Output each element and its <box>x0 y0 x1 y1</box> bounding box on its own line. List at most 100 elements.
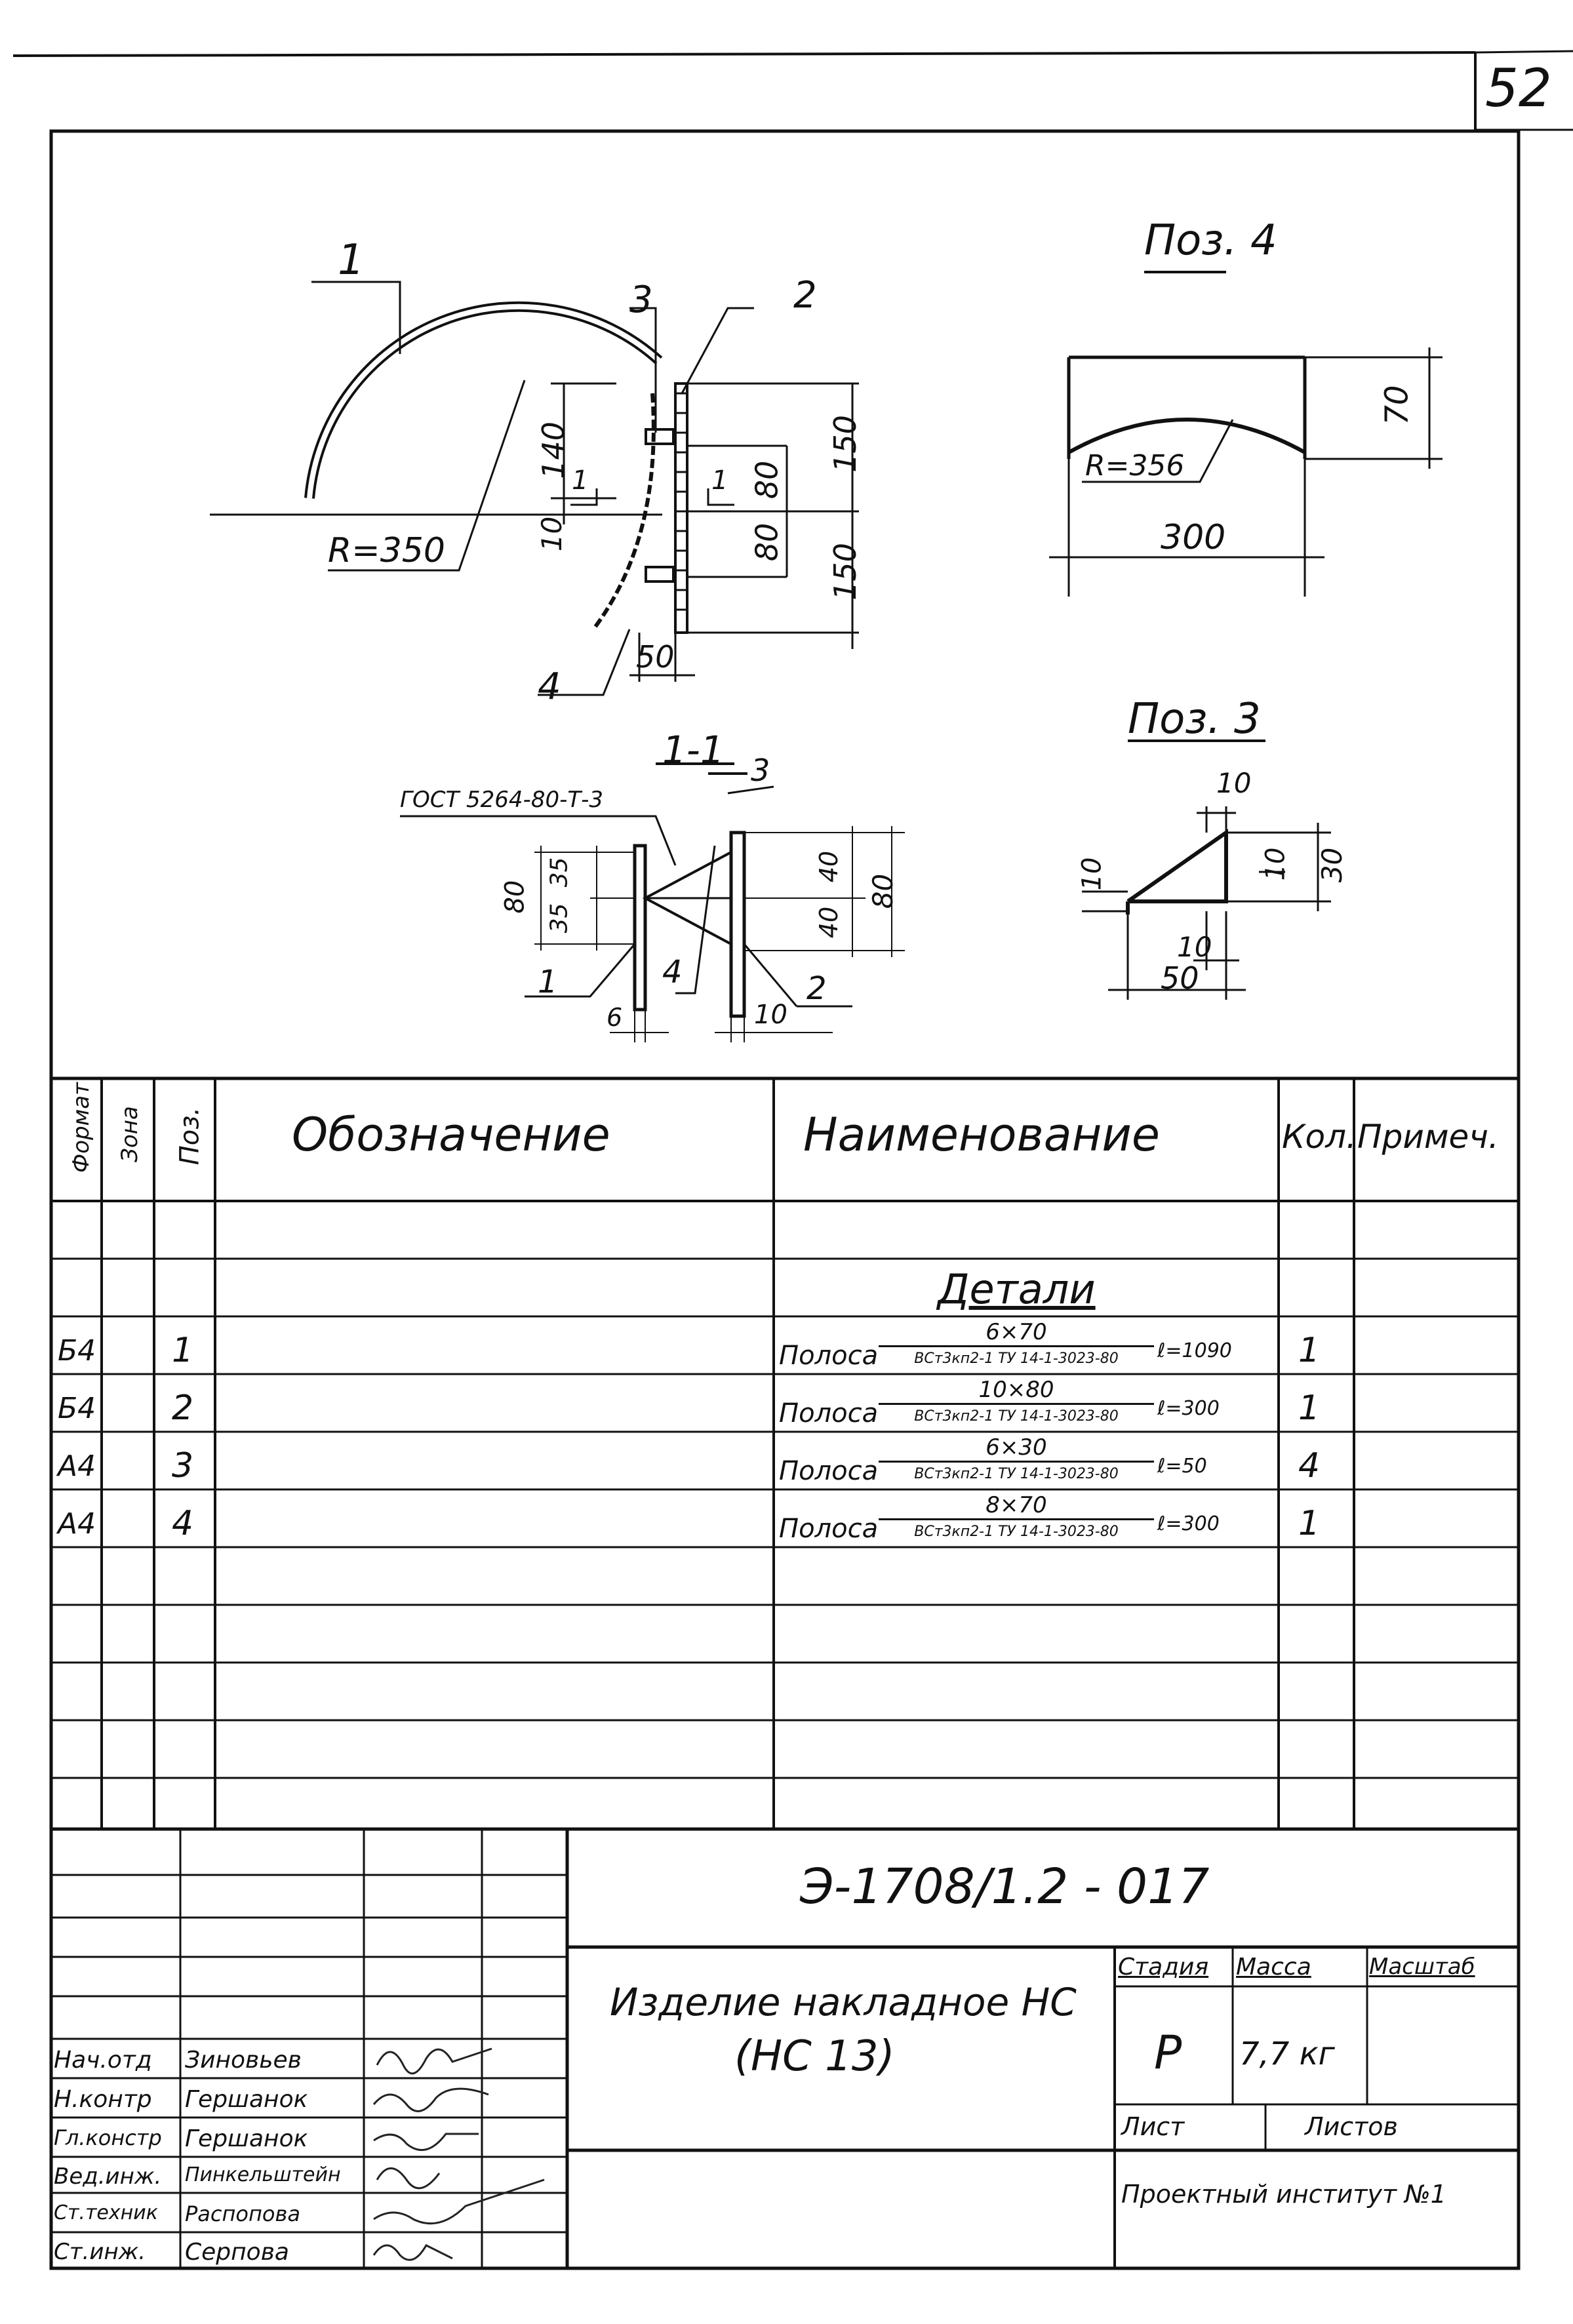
dim-150-top: 150 <box>827 415 863 473</box>
signature-role: Гл.констр <box>54 2125 162 2150</box>
row-length: ℓ=300 <box>1157 1397 1220 1420</box>
section-mark-left: 1 <box>572 465 589 496</box>
stage-value: Р <box>1154 2026 1182 2079</box>
callout-pos3: 3 <box>629 279 653 321</box>
signature-role: Ст.инж. <box>54 2239 146 2265</box>
section-mark-right: 1 <box>711 465 728 496</box>
pos3-title: Поз. 3 <box>1128 695 1261 743</box>
section-callout-1: 1 <box>538 964 558 1000</box>
row-pos: 3 <box>172 1446 194 1486</box>
row-length: ℓ=300 <box>1157 1512 1220 1535</box>
section-dim-35b: 35 <box>546 903 573 934</box>
row-qty: 4 <box>1298 1446 1321 1486</box>
row-name: Полоса <box>779 1514 879 1544</box>
organization: Проектный институт №1 <box>1121 2180 1446 2209</box>
row-format: А4 <box>58 1507 96 1541</box>
callout-pos2: 2 <box>793 274 817 317</box>
signature-role: Н.контр <box>54 2086 152 2113</box>
row-qty: 1 <box>1298 1504 1321 1543</box>
section-dim-40b: 40 <box>814 906 844 939</box>
section-dim-80-left: 80 <box>500 880 530 914</box>
pos3-dim-50: 50 <box>1161 960 1199 996</box>
header-qty: Кол. <box>1282 1118 1357 1156</box>
row-numerator: 8×70 <box>879 1492 1154 1520</box>
pos3-dim-10-bottom: 10 <box>1177 931 1212 963</box>
scale-label: Масштаб <box>1369 1954 1475 1980</box>
pos4-title: Поз. 4 <box>1144 216 1277 265</box>
section-dim-6: 6 <box>607 1003 623 1032</box>
header-note: Примеч. <box>1357 1118 1499 1156</box>
sheets-label: Листов <box>1305 2112 1398 2141</box>
pos3-dim-10-top: 10 <box>1216 767 1252 799</box>
row-denominator: ВСт3кп2-1 ТУ 14-1-3023-80 <box>914 1466 1119 1482</box>
section-dim-80-right: 80 <box>867 873 900 909</box>
product-code: (НС 13) <box>734 2032 895 2081</box>
section-dim-40a: 40 <box>814 850 844 883</box>
section-heading-details: Детали <box>938 1265 1096 1313</box>
row-name: Полоса <box>779 1456 879 1486</box>
row-format: Б4 <box>58 1392 96 1425</box>
signature-name: Гершанок <box>185 2086 308 2113</box>
dim-80-top: 80 <box>749 460 785 500</box>
row-numerator: 6×30 <box>879 1434 1154 1463</box>
callout-pos4: 4 <box>538 665 561 708</box>
header-name: Наименование <box>803 1108 1160 1162</box>
section-title: 1-1 <box>662 728 725 772</box>
row-length: ℓ=1090 <box>1157 1339 1232 1362</box>
row-length: ℓ=50 <box>1157 1455 1207 1478</box>
section-dim-35a: 35 <box>546 857 573 888</box>
mass-label: Масса <box>1236 1954 1311 1980</box>
row-pos: 2 <box>172 1388 194 1428</box>
header-designation: Обозначение <box>292 1108 610 1162</box>
signature-name: Распопова <box>185 2201 300 2226</box>
pos4-dim-300: 300 <box>1161 518 1226 557</box>
dim-10: 10 <box>536 516 568 552</box>
row-qty: 1 <box>1298 1331 1321 1370</box>
mass-value: 7,7 кг <box>1239 2036 1335 2072</box>
stage-label: Стадия <box>1118 1954 1209 1980</box>
header-format: Формат <box>68 1082 94 1173</box>
dim-150-bottom: 150 <box>827 543 863 601</box>
pos3-dim-30: 30 <box>1316 847 1349 883</box>
sheet-number: 52 <box>1485 58 1552 119</box>
header-pos: Поз. <box>174 1107 205 1166</box>
row-format: А4 <box>58 1449 96 1483</box>
callout-pos1: 1 <box>338 236 365 285</box>
row-denominator: ВСт3кп2-1 ТУ 14-1-3023-80 <box>914 1408 1119 1425</box>
signature-name: Пинкельштейн <box>185 2163 341 2186</box>
row-pos: 1 <box>172 1331 194 1370</box>
section-dim-10: 10 <box>754 1000 787 1030</box>
sheet-label: Лист <box>1121 2112 1185 2141</box>
dim-80-bottom: 80 <box>749 522 785 562</box>
header-zone: Зона <box>116 1106 143 1162</box>
pos3-dim-10-left: 10 <box>1077 857 1107 891</box>
document-code: Э-1708/1.2 - 017 <box>800 1859 1210 1915</box>
pos4-radius: R=356 <box>1085 449 1185 483</box>
row-numerator: 6×70 <box>879 1319 1154 1347</box>
section-callout-3: 3 <box>751 753 770 788</box>
row-denominator: ВСт3кп2-1 ТУ 14-1-3023-80 <box>914 1350 1119 1367</box>
signature-name: Зиновьев <box>185 2047 302 2074</box>
pos3-dim-10-right: 10 <box>1260 847 1291 881</box>
row-qty: 1 <box>1298 1388 1321 1428</box>
signature-name: Серпова <box>185 2239 289 2266</box>
product-name: Изделие накладное НС <box>610 1980 1077 2024</box>
dim-140: 140 <box>535 422 571 479</box>
dim-50: 50 <box>636 639 675 675</box>
signature-role: Ст.техник <box>54 2201 158 2224</box>
row-name: Полоса <box>779 1341 879 1371</box>
row-format: Б4 <box>58 1334 96 1368</box>
row-denominator: ВСт3кп2-1 ТУ 14-1-3023-80 <box>914 1524 1119 1540</box>
section-callout-4: 4 <box>662 954 683 991</box>
gost-note: ГОСТ 5264-80-Т-3 <box>400 787 604 813</box>
signature-name: Гершанок <box>185 2125 308 2152</box>
signature-role: Вед.инж. <box>54 2163 162 2190</box>
pos4-dim-70: 70 <box>1378 385 1416 425</box>
row-name: Полоса <box>779 1398 879 1428</box>
radius-label: R=350 <box>328 531 445 570</box>
section-callout-2: 2 <box>806 970 827 1007</box>
row-numerator: 10×80 <box>879 1377 1154 1405</box>
signature-role: Нач.отд <box>54 2047 152 2074</box>
row-pos: 4 <box>172 1504 194 1543</box>
